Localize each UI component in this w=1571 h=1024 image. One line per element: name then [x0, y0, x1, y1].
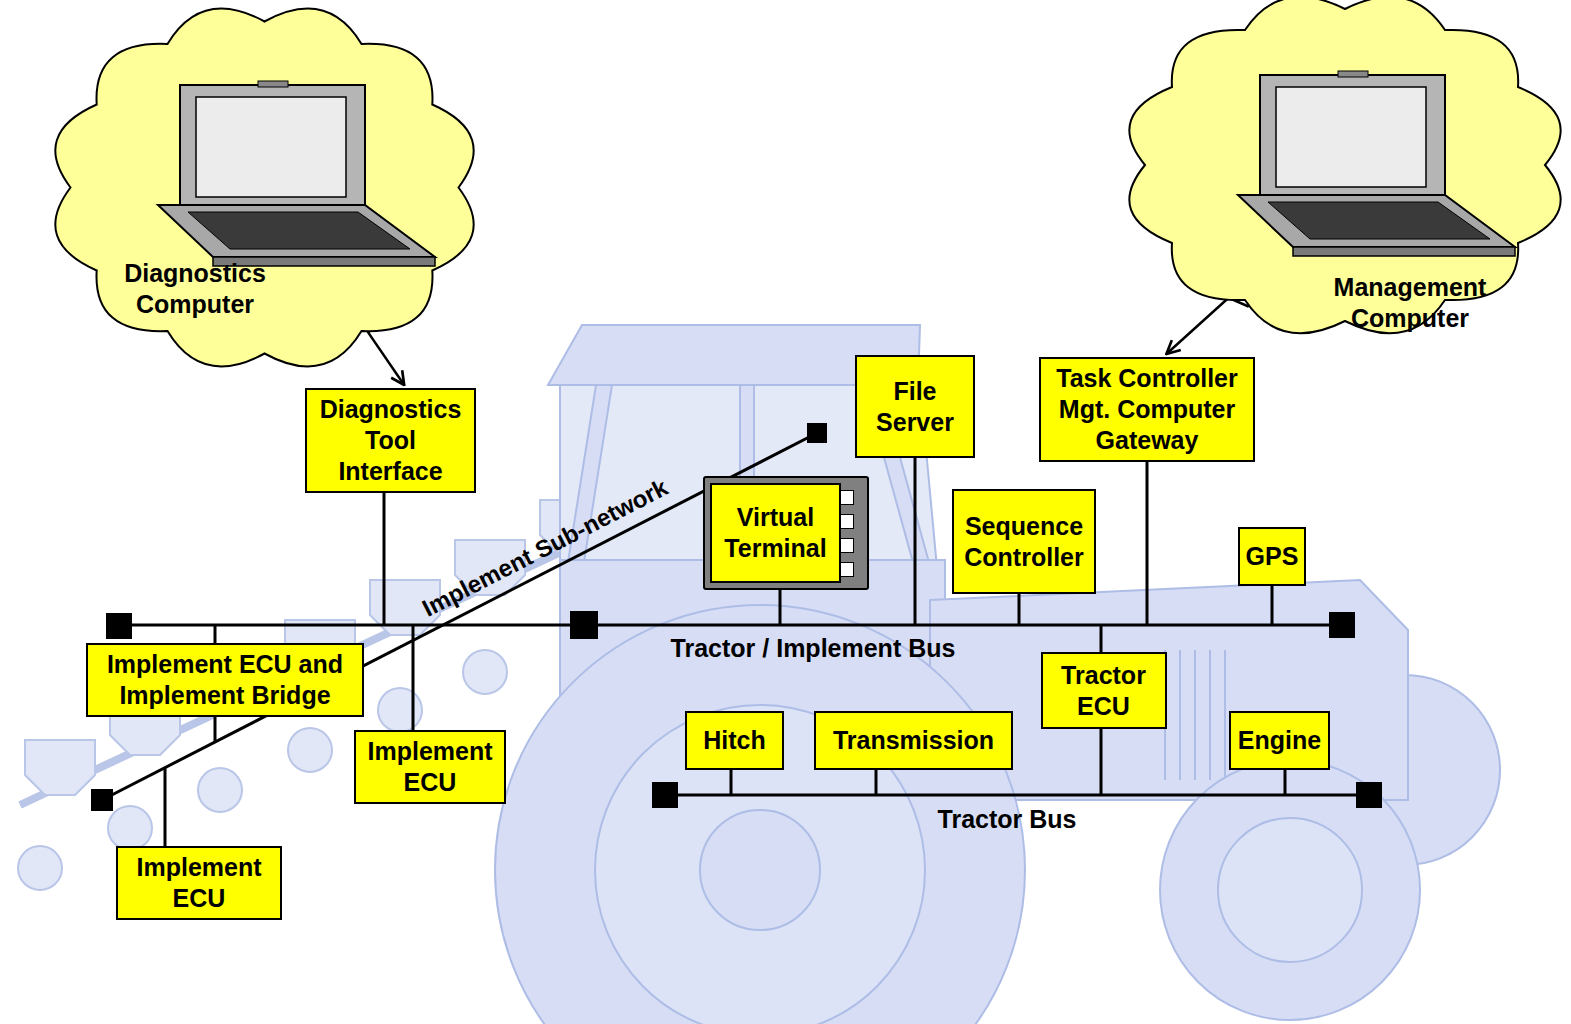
tractor-grille	[1194, 650, 1196, 780]
bus-terminator	[807, 423, 827, 443]
terminal-node: Virtual Terminal	[703, 476, 869, 590]
node-label: Implement ECU	[124, 852, 274, 914]
laptop-icon	[158, 81, 435, 266]
ecu-box: Sequence Controller	[952, 489, 1096, 594]
planter-wheel	[378, 688, 422, 732]
bus-label: Tractor Bus	[938, 805, 1077, 834]
cloud-text-area: Diagnostics Computer	[110, 258, 280, 320]
laptop-lid	[180, 85, 365, 215]
ecu-box: Hitch	[685, 711, 784, 770]
cloud-text-area: Management Computer	[1320, 272, 1500, 334]
node-label: Management Computer	[1320, 272, 1500, 334]
bus-drop	[875, 770, 878, 795]
node-label: Virtual Terminal	[718, 502, 833, 564]
ecu-box: Implement ECU and Implement Bridge	[86, 643, 364, 717]
cloud-outline	[1129, 0, 1560, 333]
bus-drop	[1018, 594, 1021, 625]
tractor-front-wheel	[1160, 760, 1420, 1020]
ecu-box: File Server	[855, 355, 975, 458]
laptop-base	[158, 205, 435, 257]
node-label: Diagnostics Computer	[110, 258, 280, 320]
node-label: Engine	[1238, 725, 1321, 756]
node-label: Diagnostics Tool Interface	[316, 394, 466, 487]
terminal-screen: Virtual Terminal	[710, 483, 841, 583]
bus-terminator	[1329, 612, 1355, 638]
laptop-icon	[1238, 71, 1515, 256]
bus-drop	[164, 768, 167, 848]
tractor-grille	[1179, 650, 1181, 780]
cloud-node: Diagnostics Computer	[22, 0, 507, 395]
cloud-node: Management Computer	[1095, 0, 1571, 360]
ecu-box: Diagnostics Tool Interface	[305, 388, 476, 493]
laptop-keyboard	[188, 212, 410, 249]
node-label: Sequence Controller	[960, 511, 1088, 573]
laptop-front	[1293, 247, 1515, 256]
node-label: Task Controller Mgt. Computer Gateway	[1047, 363, 1247, 456]
bus-drop	[214, 713, 217, 742]
planter-wheel	[463, 650, 507, 694]
bus-terminator	[106, 613, 132, 639]
terminal-button	[839, 562, 854, 577]
terminal-button	[839, 514, 854, 529]
bus-drop	[383, 492, 386, 625]
tractor-rear-hub	[700, 810, 820, 930]
terminal-button	[839, 490, 854, 505]
laptop-lid	[1260, 75, 1445, 205]
ecu-box: Implement ECU	[116, 846, 282, 920]
ecu-box: Transmission	[814, 711, 1013, 770]
ecu-box: Task Controller Mgt. Computer Gateway	[1039, 357, 1255, 462]
bus-wire	[118, 624, 1342, 627]
bus-terminator	[652, 782, 678, 808]
subnetwork-label: Implement Sub-network	[418, 474, 673, 623]
planter-wheel	[108, 806, 152, 850]
laptop-base	[1238, 195, 1515, 247]
planter-wheel	[288, 728, 332, 772]
bus-drop	[779, 590, 782, 625]
bus-label: Tractor / Implement Bus	[671, 634, 956, 663]
laptop-layer	[1095, 0, 1571, 360]
laptop-screen	[196, 97, 346, 197]
laptop-latch	[1338, 71, 1368, 77]
bus-drop	[1100, 729, 1103, 795]
node-label: Hitch	[703, 725, 766, 756]
cloud-outline	[55, 9, 473, 367]
laptop-keyboard	[1268, 202, 1490, 239]
node-label: Transmission	[833, 725, 994, 756]
node-label: File Server	[865, 376, 965, 438]
planter-wheel	[198, 768, 242, 812]
node-label: GPS	[1246, 541, 1299, 572]
ecu-box: Tractor ECU	[1041, 652, 1167, 729]
bus-terminator	[570, 611, 598, 639]
bus-drop	[1146, 461, 1149, 625]
bus-drop	[914, 458, 917, 625]
ecu-box: Engine	[1229, 711, 1330, 770]
bus-wire	[665, 794, 1369, 797]
bus-drop	[1271, 586, 1274, 625]
bus-drop	[1284, 770, 1287, 795]
tractor-grille	[1224, 650, 1226, 780]
terminal-button	[839, 538, 854, 553]
planter-hopper	[25, 740, 95, 795]
tractor-front-rim	[1218, 818, 1362, 962]
laptop-screen	[1276, 87, 1426, 187]
node-label: Tractor ECU	[1049, 660, 1159, 722]
laptop-latch	[258, 81, 288, 87]
bus-terminator	[91, 789, 113, 811]
node-label: Implement ECU	[362, 736, 498, 798]
laptop-layer	[22, 0, 507, 395]
bus-drop	[1100, 625, 1103, 652]
ecu-box: GPS	[1238, 527, 1307, 586]
ecu-box: Implement ECU	[354, 730, 506, 804]
bus-drop	[730, 770, 733, 795]
bus-terminator	[1356, 782, 1382, 808]
node-label: Implement ECU and Implement Bridge	[94, 649, 356, 711]
planter-wheel	[18, 846, 62, 890]
tractor-grille	[1209, 650, 1211, 780]
bus-drop	[412, 625, 415, 733]
